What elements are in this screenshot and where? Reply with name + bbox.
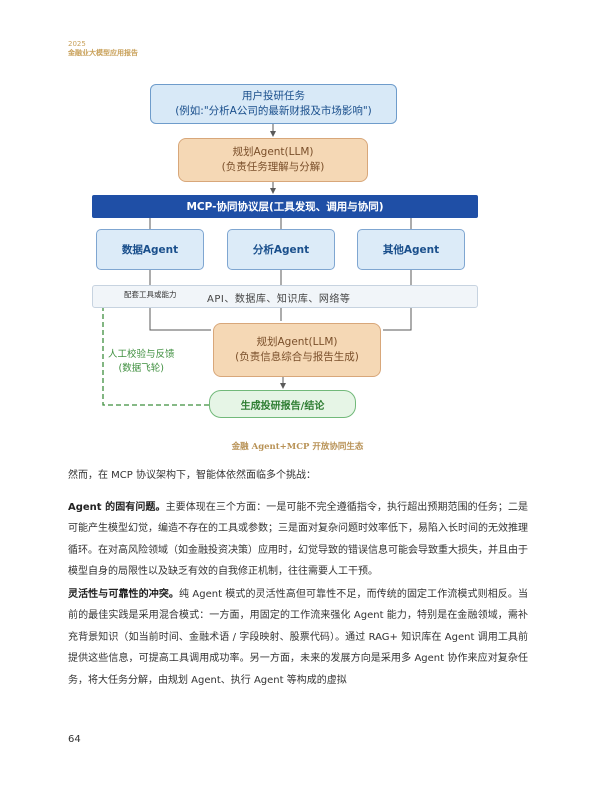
page-number: 64 [68,734,81,745]
planner-1-desc: (负责任务理解与分解) [221,161,325,173]
tools-label: 配套工具或能力 [124,290,177,299]
user-task-example: (例如:"分析A公司的最新财报及市场影响") [175,105,372,117]
output-report-box: 生成投研报告/结论 [209,390,356,418]
feedback-title: 人工校验与反馈 [108,349,175,360]
intro-paragraph: 然而，在 MCP 协议架构下，智能体依然面临多个挑战： [68,470,316,481]
report-header: 2025 金融业大模型应用报告 [68,40,138,58]
mcp-layer-bar: MCP-协同协议层(工具发现、调用与协同) [92,195,478,218]
planner-2-desc: (负责信息综合与报告生成) [235,351,359,363]
paragraph-flexibility-reliability: 灵活性与可靠性的冲突。纯 Agent 模式的灵活性高但可靠性不足，而传统的固定工… [68,584,528,691]
figure-caption: 金融 Agent+MCP 开放协同生态 [231,442,364,452]
report-name: 金融业大模型应用报告 [68,49,138,57]
paragraph-1-text: 主要体现在三个方面：一是可能不完全遵循指令，执行超出预期范围的任务；二是可能产生… [68,502,529,578]
paragraph-2-text: 纯 Agent 模式的灵活性高但可靠性不足，而传统的固定工作流模式则相反。当前的… [68,589,528,686]
planner-agent-box-1: 规划Agent(LLM) (负责任务理解与分解) [178,138,368,182]
feedback-loop-line [98,294,209,406]
planner-1-title: 规划Agent(LLM) [232,146,314,158]
other-agent-box: 其他Agent [357,229,465,270]
paragraph-1-title: Agent 的固有问题。 [68,502,166,513]
user-task-title: 用户投研任务 [242,90,305,102]
user-task-box: 用户投研任务 (例如:"分析A公司的最新财报及市场影响") [150,84,397,124]
paragraph-2-title: 灵活性与可靠性的冲突。 [68,589,180,600]
feedback-subtitle: (数据飞轮) [118,363,164,374]
analysis-agent-box: 分析Agent [227,229,335,270]
tools-list: API、数据库、知识库、网络等 [207,294,351,305]
tools-row [92,285,478,308]
feedback-label: 人工校验与反馈 (数据飞轮) [108,348,175,376]
planner-2-title: 规划Agent(LLM) [256,336,338,348]
data-agent-box: 数据Agent [96,229,204,270]
paragraph-agent-issues: Agent 的固有问题。主要体现在三个方面：一是可能不完全遵循指令，执行超出预期… [68,497,528,583]
planner-agent-box-2: 规划Agent(LLM) (负责信息综合与报告生成) [213,323,381,377]
report-year: 2025 [68,40,86,48]
